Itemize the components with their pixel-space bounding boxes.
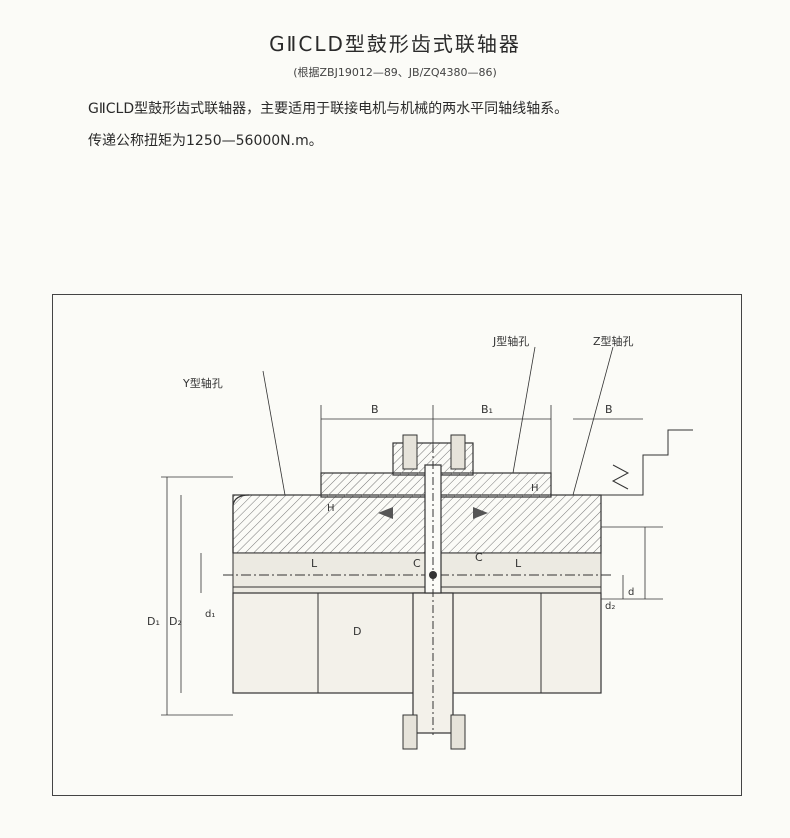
dim-h-left: H — [327, 503, 335, 514]
dim-b-right: B — [605, 403, 613, 416]
dim-l-left: L — [311, 557, 318, 570]
dim-c-right: C — [475, 551, 483, 564]
description-line-1: GⅡCLD型鼓形齿式联轴器，主要适用于联接电机与机械的两水平同轴线轴系。 — [88, 101, 569, 117]
shaft-bore-band — [223, 552, 613, 594]
dim-d2-outer: D₂ — [169, 615, 182, 628]
dim-h-right: H — [531, 483, 539, 494]
z-bore-step-detail — [601, 429, 693, 600]
hub-lower-section — [232, 592, 602, 734]
center-flange-bolt — [378, 434, 488, 750]
coupling-cross-section-drawing: Y型轴孔 J型轴孔 Z型轴孔 B B₁ B H H C C L L d₁ d D… — [147, 334, 693, 750]
dim-d-right: d — [628, 587, 634, 598]
dim-d2-right: d₂ — [605, 601, 615, 612]
coupling-drawing-frame: Y型轴孔 J型轴孔 Z型轴孔 B B₁ B H H C C L L d₁ d D… — [52, 294, 742, 796]
description-line-2: 传递公称扭矩为1250—56000N.m。 — [88, 133, 323, 149]
page-title: GⅡCLD型鼓形齿式联轴器 — [269, 32, 521, 56]
dim-l-right: L — [515, 557, 522, 570]
z-bore-label: Z型轴孔 — [593, 334, 634, 348]
standard-reference: (根据ZBJ19012—89、JB/ZQ4380—86) — [293, 66, 497, 79]
dim-d-center: D — [353, 625, 361, 638]
j-bore-label: J型轴孔 — [492, 334, 529, 348]
dim-b1: B₁ — [481, 403, 493, 416]
y-bore-label: Y型轴孔 — [182, 376, 223, 390]
dim-c-left: C — [413, 557, 421, 570]
dim-d1-left: d₁ — [205, 609, 215, 620]
dim-b-left: B — [371, 403, 379, 416]
dim-d1-outer: D₁ — [147, 615, 160, 628]
dimension-lines — [161, 346, 646, 716]
